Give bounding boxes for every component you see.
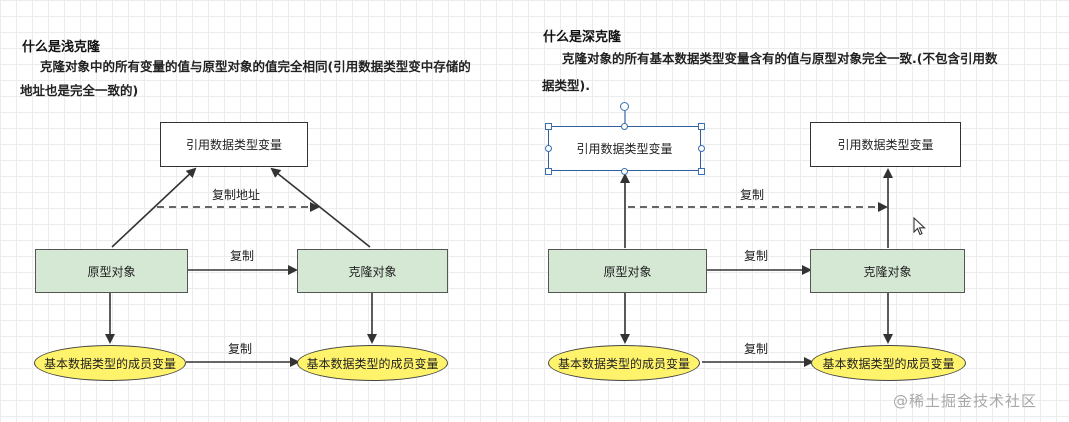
ref-var-left-node[interactable]: 引用数据类型变量 — [548, 126, 701, 171]
copy-object-label: 复制 — [744, 249, 769, 263]
resize-handle-top-right[interactable] — [698, 123, 705, 130]
primitive-prototype-node[interactable]: 基本数据类型的成员变量 — [34, 345, 186, 381]
ref-var-right-label: 引用数据类型变量 — [837, 138, 934, 152]
resize-handle-bottom-left[interactable] — [545, 168, 552, 175]
connect-handle-right[interactable] — [698, 145, 705, 152]
connect-handle-bottom[interactable] — [621, 168, 628, 175]
shallow-clone-edges — [105, 167, 377, 367]
resize-handle-bottom-right[interactable] — [698, 168, 705, 175]
clone-label: 克隆对象 — [348, 264, 397, 279]
prototype-node[interactable]: 原型对象 — [35, 249, 188, 293]
connect-handle-top[interactable] — [621, 123, 628, 130]
deep-clone-desc-line2: 据类型). — [542, 78, 590, 93]
prototype-label: 原型对象 — [87, 264, 136, 279]
resize-handle-top-left[interactable] — [545, 123, 552, 130]
primitive-prototype-label: 基本数据类型的成员变量 — [43, 356, 176, 371]
ref-var-label: 引用数据类型变量 — [185, 138, 282, 152]
ref-var-node[interactable]: 引用数据类型变量 — [160, 122, 308, 167]
edge-prototype-to-ref — [111, 167, 197, 248]
ref-var-right-node[interactable]: 引用数据类型变量 — [810, 122, 961, 167]
prototype-label: 原型对象 — [603, 264, 652, 279]
primitive-clone-label: 基本数据类型的成员变量 — [822, 356, 955, 371]
deep-clone-desc-line1: 克隆对象的所有基本数据类型变量含有的值与原型对象完全一致.(不包含引用数 — [562, 51, 998, 66]
shallow-clone-desc-line1: 克隆对象中的所有变量的值与原型对象的值完全相同(引用数据类型变中存储的 — [40, 59, 471, 74]
deep-clone-edges — [620, 111, 893, 367]
prototype-node[interactable]: 原型对象 — [548, 249, 707, 293]
deep-clone-panel: 什么是深克隆 克隆对象的所有基本数据类型变量含有的值与原型对象完全一致.(不包含… — [530, 0, 1069, 422]
primitive-clone-node[interactable]: 基本数据类型的成员变量 — [297, 345, 448, 381]
shallow-clone-desc-line2: 地址也是完全一致的) — [20, 83, 139, 98]
mouse-pointer-icon — [913, 217, 926, 236]
copy-primitive-label: 复制 — [228, 342, 253, 356]
rotate-handle[interactable] — [620, 102, 629, 111]
shallow-clone-title: 什么是浅克隆 — [22, 40, 101, 55]
edge-clone-to-ref — [270, 167, 371, 248]
connect-handle-left[interactable] — [545, 145, 552, 152]
clone-label: 克隆对象 — [863, 264, 912, 279]
clone-node[interactable]: 克隆对象 — [297, 249, 448, 293]
primitive-prototype-node[interactable]: 基本数据类型的成员变量 — [548, 345, 700, 381]
watermark: @稀土掘金技术社区 — [893, 392, 1038, 410]
copy-ref-label: 复制 — [740, 188, 765, 202]
ref-var-left-label: 引用数据类型变量 — [576, 142, 673, 156]
primitive-clone-label: 基本数据类型的成员变量 — [306, 356, 439, 371]
copy-address-label: 复制地址 — [212, 188, 261, 202]
primitive-prototype-label: 基本数据类型的成员变量 — [557, 356, 690, 371]
primitive-clone-node[interactable]: 基本数据类型的成员变量 — [811, 345, 966, 381]
deep-clone-title: 什么是深克隆 — [543, 30, 622, 45]
copy-primitive-label: 复制 — [744, 342, 769, 356]
copy-object-label: 复制 — [230, 249, 255, 263]
clone-node[interactable]: 克隆对象 — [810, 249, 965, 293]
shallow-clone-panel: 什么是浅克隆 克隆对象中的所有变量的值与原型对象的值完全相同(引用数据类型变中存… — [0, 0, 530, 422]
